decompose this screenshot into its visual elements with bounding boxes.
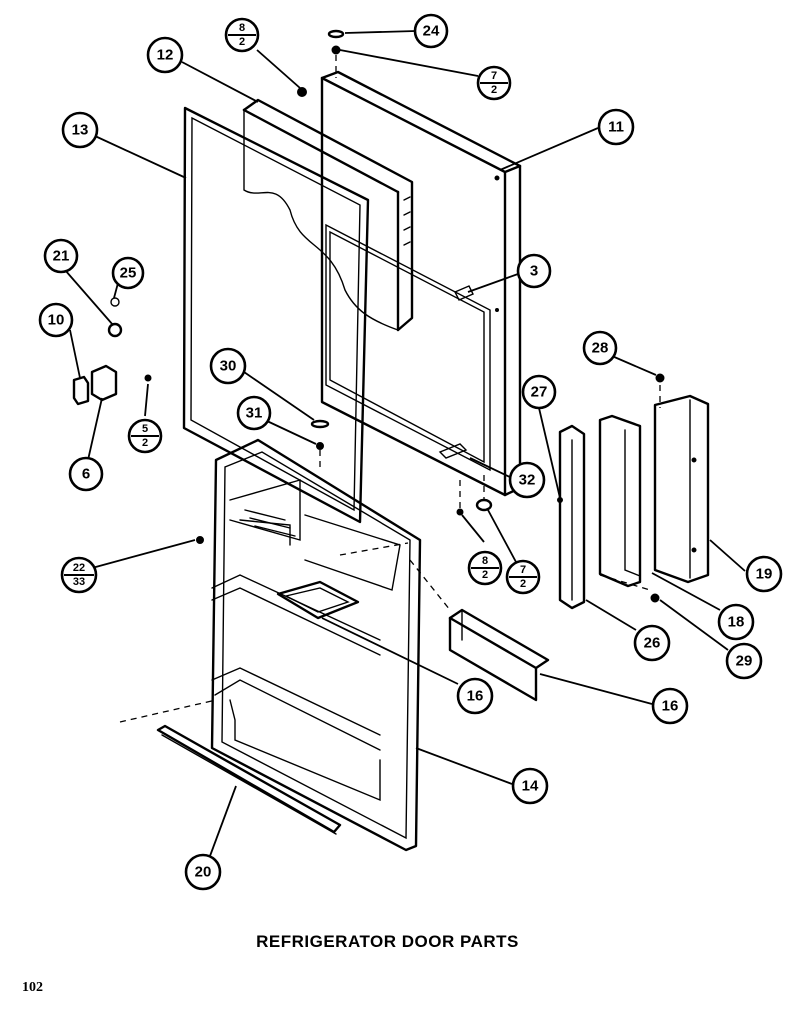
callout-16-center: 16 [456, 677, 494, 715]
callout-label: 10 [48, 312, 65, 329]
callout-num: 8 [239, 22, 245, 34]
callout-12: 12 [146, 36, 184, 74]
page-number: 102 [22, 980, 43, 995]
brackets [558, 394, 710, 610]
callout-19: 19 [745, 555, 783, 593]
callout-num: 7 [520, 564, 526, 576]
callout-label: 25 [120, 265, 137, 282]
callout-label: 14 [522, 778, 539, 795]
callout-den: 2 [239, 36, 245, 48]
assembly-lines [119, 450, 651, 723]
callout-label: 16 [662, 698, 679, 715]
callout-21: 21 [43, 238, 79, 274]
callout-label: 31 [246, 405, 263, 422]
callout-8-over-2-top: 8 2 [224, 17, 260, 53]
callout-31: 31 [236, 395, 272, 431]
callout-11: 11 [597, 108, 635, 146]
callout-label: 26 [644, 635, 661, 652]
door-rail [448, 608, 550, 702]
callout-6: 6 [68, 456, 104, 492]
callout-26: 26 [633, 624, 671, 662]
callout-label: 24 [423, 23, 440, 40]
callout-den: 2 [482, 569, 488, 581]
callout-label: 3 [530, 263, 538, 280]
callout-8-over-2-bottom: 8 2 [467, 550, 503, 586]
callout-label: 29 [736, 653, 753, 670]
callout-label: 21 [53, 248, 70, 265]
callout-den: 2 [491, 84, 497, 96]
callout-20: 20 [184, 853, 222, 891]
callout-14: 14 [511, 767, 549, 805]
callout-32: 32 [508, 461, 546, 499]
callout-label: 11 [608, 119, 624, 136]
callout-label: 20 [195, 864, 212, 881]
callout-29: 29 [725, 642, 763, 680]
callout-label: 32 [519, 472, 536, 489]
door-gasket [182, 106, 370, 524]
hinge-assembly [72, 297, 152, 406]
callout-label: 12 [157, 47, 174, 64]
callout-5-over-2: 5 2 [127, 418, 163, 454]
callout-7-over-2-bottom: 7 2 [505, 559, 541, 595]
callout-label: 13 [72, 122, 89, 139]
callout-label: 16 [467, 688, 484, 705]
diagram-title: REFRIGERATOR DOOR PARTS [256, 932, 519, 951]
callout-7-over-2-top: 7 2 [476, 65, 512, 101]
callout-25: 25 [111, 256, 145, 290]
fasteners [196, 29, 665, 603]
callout-30: 30 [209, 347, 247, 385]
callout-num: 8 [482, 555, 488, 567]
callout-18: 18 [717, 603, 755, 641]
callout-num: 22 [73, 562, 85, 574]
callout-label: 19 [756, 566, 773, 583]
bottom-trim-strip [156, 724, 342, 835]
callout-13: 13 [61, 111, 99, 149]
inner-door-panel [210, 438, 422, 852]
callout-22-over-33: 22 33 [60, 556, 98, 594]
callout-16-right: 16 [651, 687, 689, 725]
callout-24: 24 [413, 13, 449, 49]
callout-label: 18 [728, 614, 745, 631]
callout-den: 33 [73, 576, 85, 588]
leader-lines [64, 30, 746, 857]
callout-3: 3 [516, 253, 552, 289]
callout-28: 28 [582, 330, 618, 366]
callout-27: 27 [521, 374, 557, 410]
callout-label: 6 [82, 466, 90, 483]
callout-label: 28 [592, 340, 609, 357]
callout-num: 7 [491, 70, 497, 82]
callout-num: 5 [142, 423, 148, 435]
callout-label: 27 [531, 384, 548, 401]
callout-label: 30 [220, 358, 237, 375]
callout-den: 2 [520, 578, 526, 590]
callout-10: 10 [38, 302, 74, 338]
outer-door-panel [320, 70, 522, 497]
door-liner [242, 98, 414, 332]
callout-den: 2 [142, 437, 148, 449]
